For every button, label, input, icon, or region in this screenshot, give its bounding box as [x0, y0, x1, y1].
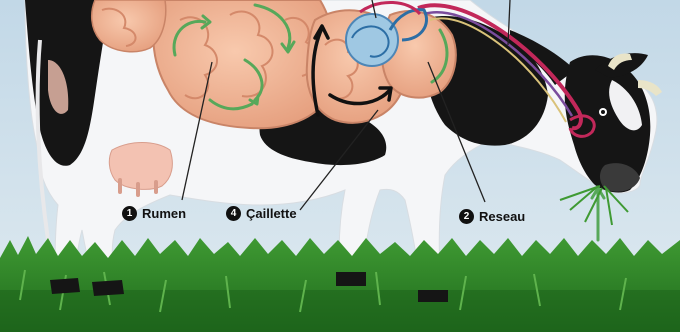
label-caillette: 4 Çaillette	[226, 206, 297, 221]
label-rumen: 1 Rumen	[122, 206, 186, 221]
label-rumen-number: 1	[122, 206, 137, 221]
omasum-chamber	[346, 14, 398, 66]
label-caillette-text: Çaillette	[246, 206, 297, 221]
label-caillette-number: 4	[226, 206, 241, 221]
label-rumen-text: Rumen	[142, 206, 186, 221]
label-reseau-text: Reseau	[479, 209, 525, 224]
label-reseau: 2 Reseau	[459, 209, 525, 224]
label-reseau-number: 2	[459, 209, 474, 224]
